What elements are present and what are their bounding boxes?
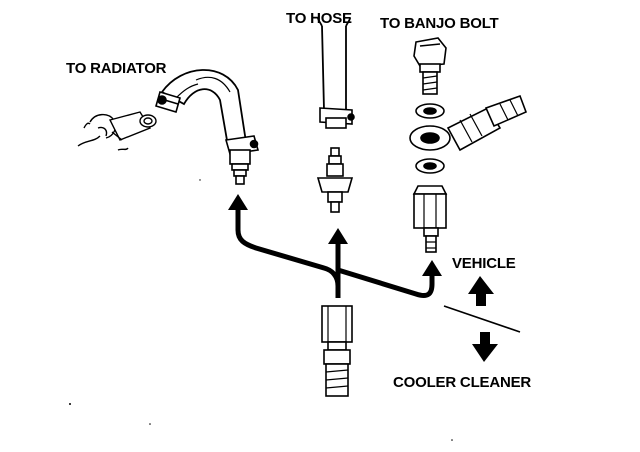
radiator-fitting: [77, 111, 157, 151]
banjo-fitting: [409, 106, 502, 152]
scan-specks: [69, 179, 453, 441]
flow-path-right: [337, 267, 435, 299]
direction-divider-line: [443, 305, 521, 333]
label-to-banjo-bolt: TO BANJO BOLT: [380, 15, 499, 32]
center-barb-fitting: [316, 147, 354, 213]
center-hose-clamp: [319, 107, 355, 129]
label-to-hose: TO HOSE: [286, 10, 352, 27]
flow-path-left: [235, 210, 341, 298]
banjo-bolt: [413, 37, 447, 95]
lower-washer: [415, 158, 445, 174]
banjo-adapter: [412, 185, 448, 253]
arrow-up-radiator: [228, 194, 248, 210]
cooler-cleaner-direction-arrow: [472, 332, 498, 362]
banjo-line: [484, 94, 528, 128]
label-cooler-cleaner: COOLER CLEANER: [393, 374, 531, 391]
center-hose: [317, 17, 351, 111]
label-to-radiator: TO RADIATOR: [66, 60, 167, 77]
vehicle-direction-arrow: [468, 276, 494, 306]
arrow-up-hose: [328, 228, 348, 244]
radiator-barb-connector: [229, 149, 251, 185]
radiator-hose: [160, 69, 248, 148]
upper-washer: [415, 103, 445, 119]
cleaner-connector: [321, 305, 353, 397]
arrow-up-banjo: [422, 260, 442, 276]
label-vehicle: VEHICLE: [452, 255, 516, 272]
